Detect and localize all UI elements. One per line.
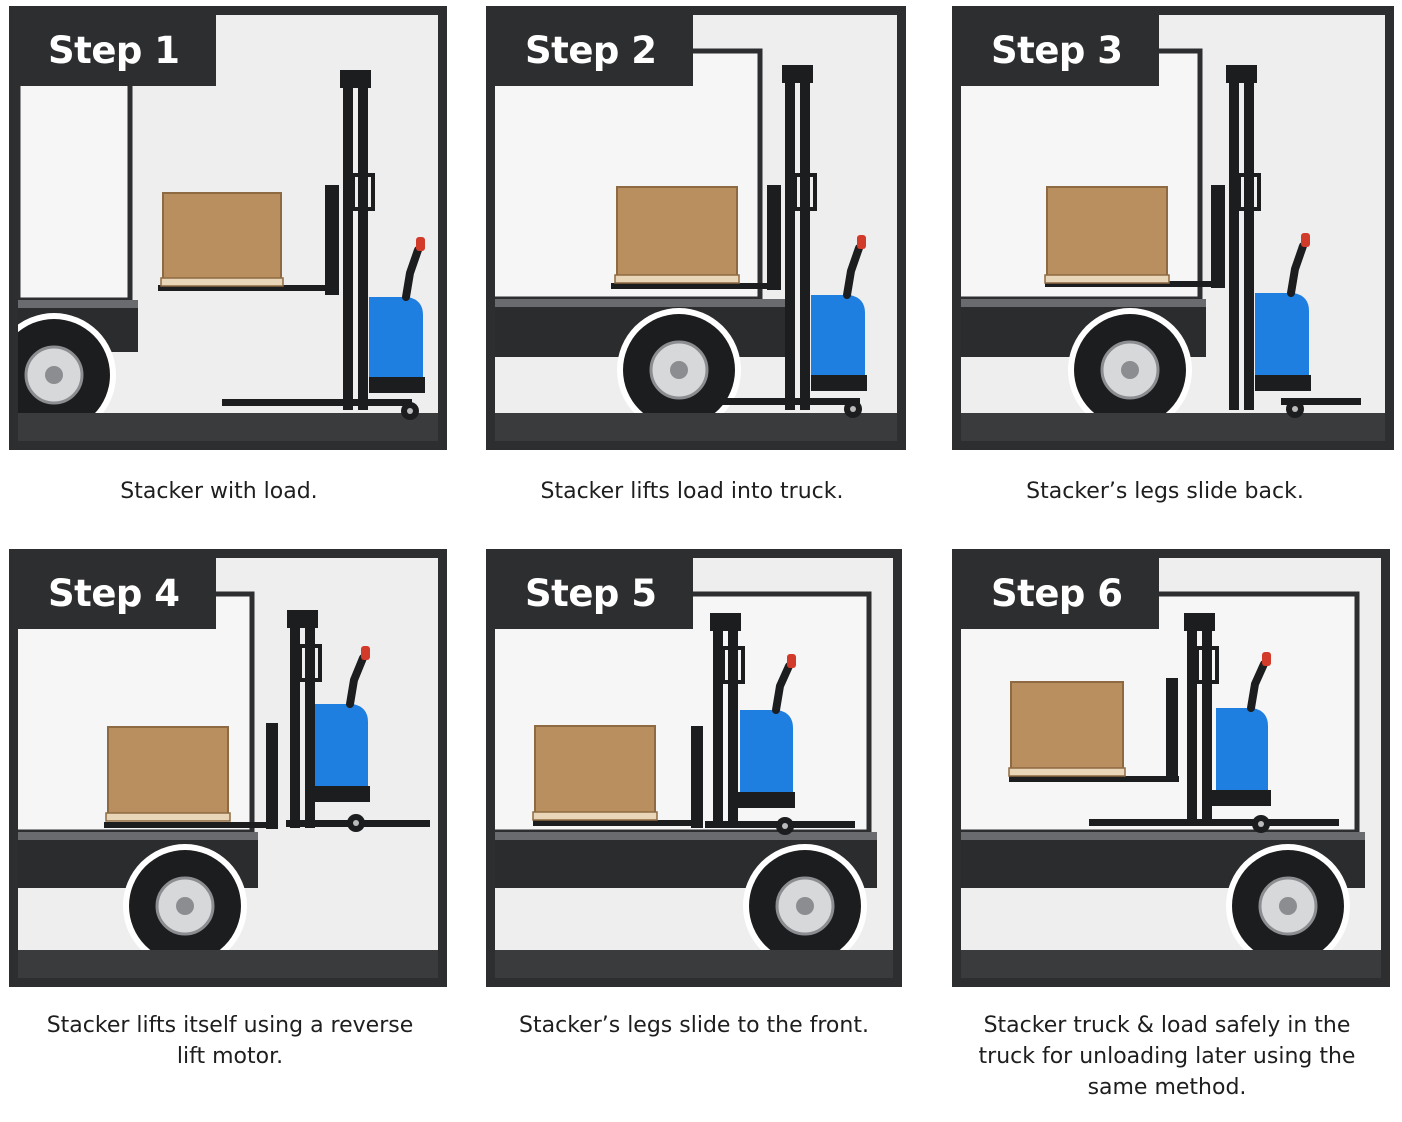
floor bbox=[18, 950, 438, 978]
step-3-caption: Stacker’s legs slide back. bbox=[1026, 479, 1304, 504]
pallet-box-icon bbox=[614, 186, 740, 284]
step-1-caption: Stacker with load. bbox=[120, 479, 318, 504]
step-3-illustration bbox=[961, 48, 1385, 441]
step-6-panel: Step 6 bbox=[952, 549, 1390, 987]
pallet-box-icon bbox=[1008, 681, 1126, 777]
step-4-caption: Stacker lifts itself using a reverse lif… bbox=[46, 1013, 414, 1069]
step-5-caption: Stacker’s legs slide to the front. bbox=[519, 1013, 869, 1038]
step-4-title: Step 4 bbox=[18, 558, 216, 629]
step-1-illustration bbox=[18, 70, 438, 441]
step-5-title: Step 5 bbox=[495, 558, 693, 629]
step-6-caption: Stacker truck & load safely in the truck… bbox=[978, 1013, 1356, 1100]
floor bbox=[495, 413, 897, 441]
step-5-illustration bbox=[495, 591, 893, 978]
step-2-panel: Step 2 bbox=[486, 6, 906, 450]
pallet-box-icon bbox=[105, 726, 231, 822]
floor bbox=[18, 413, 438, 441]
truck-body bbox=[18, 72, 133, 303]
floor bbox=[961, 950, 1381, 978]
step-1-panel: Step 1 bbox=[9, 6, 447, 450]
pallet-box-icon bbox=[160, 192, 284, 287]
step-5-panel: Step 5 bbox=[486, 549, 902, 987]
stacker-truck-icon bbox=[533, 613, 855, 835]
step-2-illustration bbox=[495, 48, 897, 441]
step-4-illustration bbox=[18, 591, 438, 978]
pallet-box-icon bbox=[1044, 186, 1170, 284]
step-3-panel: Step 3 bbox=[952, 6, 1394, 450]
stacker-truck-icon bbox=[158, 70, 425, 420]
step-2-caption: Stacker lifts load into truck. bbox=[540, 479, 844, 504]
stacker-truck-icon bbox=[1009, 613, 1339, 833]
step-3-title: Step 3 bbox=[961, 15, 1159, 86]
step-1-title: Step 1 bbox=[18, 15, 216, 86]
floor bbox=[961, 413, 1385, 441]
pallet-box-icon bbox=[532, 725, 658, 821]
step-6-illustration bbox=[961, 591, 1381, 978]
floor bbox=[495, 950, 893, 978]
stacker-truck-icon bbox=[611, 65, 867, 418]
step-6-title: Step 6 bbox=[961, 558, 1159, 629]
step-4-panel: Step 4 bbox=[9, 549, 447, 987]
step-2-title: Step 2 bbox=[495, 15, 693, 86]
stacker-truck-icon bbox=[104, 610, 430, 832]
stacker-truck-icon bbox=[1045, 65, 1361, 418]
